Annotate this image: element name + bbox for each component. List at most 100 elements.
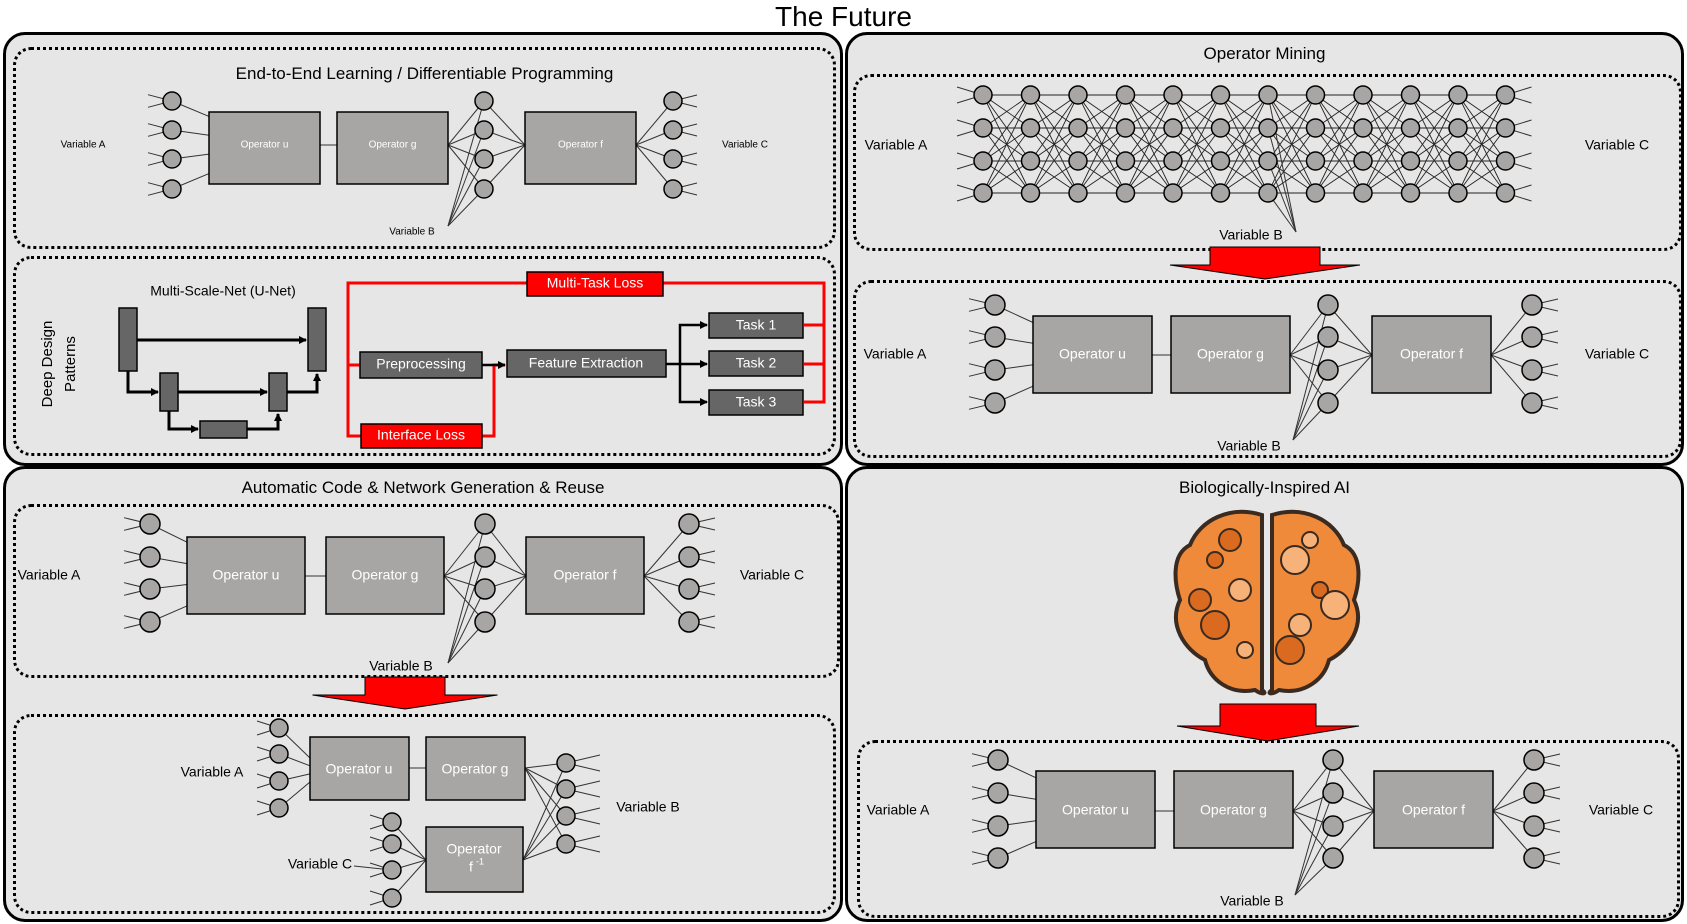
output-node — [1521, 392, 1543, 414]
node-to-f-edge — [1327, 354, 1373, 404]
middle-node — [1317, 392, 1339, 414]
middle-node — [1322, 815, 1344, 837]
output-node — [678, 611, 700, 633]
dense-edge — [1030, 94, 1079, 162]
mining-node — [1258, 85, 1278, 105]
variable-b-edge — [447, 100, 485, 227]
dense-edge — [982, 94, 1031, 194]
gen-output-node — [556, 806, 576, 826]
dense-edge — [1077, 94, 1126, 162]
mining-node — [1020, 183, 1041, 203]
mining-node — [1400, 183, 1421, 203]
middle-node — [474, 513, 496, 535]
dense-edge — [1220, 94, 1269, 162]
gen-operator-u-label: Operator u — [326, 761, 393, 777]
output-node — [1521, 326, 1543, 348]
unet-down-arrow-1 — [126, 371, 159, 396]
variable-b-edge — [447, 158, 485, 227]
operator-g-label: Operator g — [1197, 346, 1264, 362]
operator-u-label: Operator u — [1059, 346, 1126, 362]
f-to-output-edge — [643, 523, 690, 577]
neuron-node — [162, 179, 182, 199]
multi-task-loss-label: Multi-Task Loss — [547, 275, 643, 291]
g-to-node-edge — [1292, 759, 1334, 812]
dense-edge — [1125, 127, 1174, 194]
operator-g-box — [336, 111, 449, 185]
dense-edge — [1315, 94, 1364, 194]
variable-a-label: Variable A — [867, 802, 930, 818]
dense-edge — [1362, 94, 1411, 194]
unet-encoder-block-2 — [159, 372, 179, 412]
mining-node — [1210, 85, 1231, 105]
mining-node — [1210, 118, 1231, 138]
output-node — [663, 91, 683, 111]
mining-node — [1353, 118, 1373, 138]
operator-f-label: Operator f — [1400, 346, 1463, 362]
mining-node — [1495, 118, 1516, 138]
gen-inverse-input-node — [382, 812, 402, 832]
output-node — [1523, 749, 1545, 771]
mining-node — [973, 183, 993, 203]
gen-operator-finv-box — [425, 826, 524, 893]
unet-decoder-block-1 — [307, 307, 327, 372]
operator-mining-title: Operator Mining — [1203, 44, 1326, 63]
dense-edge — [1172, 94, 1221, 162]
task2-box — [708, 350, 804, 377]
bio-red-arrow — [1176, 703, 1360, 742]
output-node — [1521, 359, 1543, 381]
f-to-output-edge — [1490, 304, 1533, 356]
dense-edge — [1457, 94, 1506, 194]
variable-c-label: Variable C — [1585, 346, 1649, 362]
variable-b-label: Variable B — [369, 658, 433, 674]
middle-node — [474, 578, 496, 600]
mining-variable-b: Variable B — [1219, 227, 1283, 243]
mining-node — [1305, 85, 1326, 105]
mining-node — [1353, 151, 1373, 171]
gen-inverse-input-node — [382, 834, 402, 854]
mining-node — [1068, 151, 1088, 171]
operator-u-box — [208, 111, 321, 185]
variable-b-label: Variable B — [1220, 893, 1284, 909]
variable-c-label: Variable C — [722, 140, 768, 151]
unet-label: Multi-Scale-Net (U-Net) — [150, 283, 295, 299]
feature-extraction-box — [506, 349, 667, 378]
operator-u-box — [1032, 315, 1153, 394]
output-node — [678, 546, 700, 568]
dense-edge — [982, 127, 1031, 194]
deep-design-label-line1: Deep Design — [39, 321, 56, 408]
gen-output-node — [556, 753, 576, 773]
feature-to-task3-arrow — [678, 364, 708, 406]
middle-node — [1322, 782, 1344, 804]
variable-b-edge — [447, 129, 485, 227]
output-node — [663, 149, 683, 169]
middle-node — [1322, 847, 1344, 869]
brain-swirl — [1275, 635, 1305, 665]
variable-b-edge — [1267, 127, 1297, 233]
variable-b-edge — [1267, 94, 1297, 233]
middle-node — [474, 149, 494, 169]
mining-variable-c: Variable C — [1585, 137, 1649, 153]
subpanel-deep-design-patterns — [13, 256, 836, 456]
operator-f-box — [1373, 770, 1494, 849]
brain-swirl — [1280, 545, 1310, 575]
mining-node — [1448, 85, 1468, 105]
neuron-node — [139, 611, 161, 633]
dense-edge — [1172, 94, 1221, 194]
mining-node — [1448, 118, 1468, 138]
dense-edge — [1410, 127, 1459, 194]
dense-edge — [1030, 127, 1079, 194]
output-node — [1523, 782, 1545, 804]
output-node — [663, 120, 683, 140]
unet-decoder-block-2 — [268, 372, 288, 412]
finv-to-output-edge — [522, 762, 567, 861]
gen-output-node — [556, 779, 576, 799]
dense-edge — [1125, 94, 1174, 162]
finv-to-output-edge — [522, 788, 567, 861]
mining-node — [1400, 151, 1421, 171]
middle-node — [1317, 294, 1339, 316]
node-to-f-edge — [483, 144, 526, 190]
mining-node — [1115, 183, 1136, 203]
mining-node — [1068, 183, 1088, 203]
interface-loss-label: Interface Loss — [377, 427, 465, 443]
middle-node — [474, 179, 494, 199]
